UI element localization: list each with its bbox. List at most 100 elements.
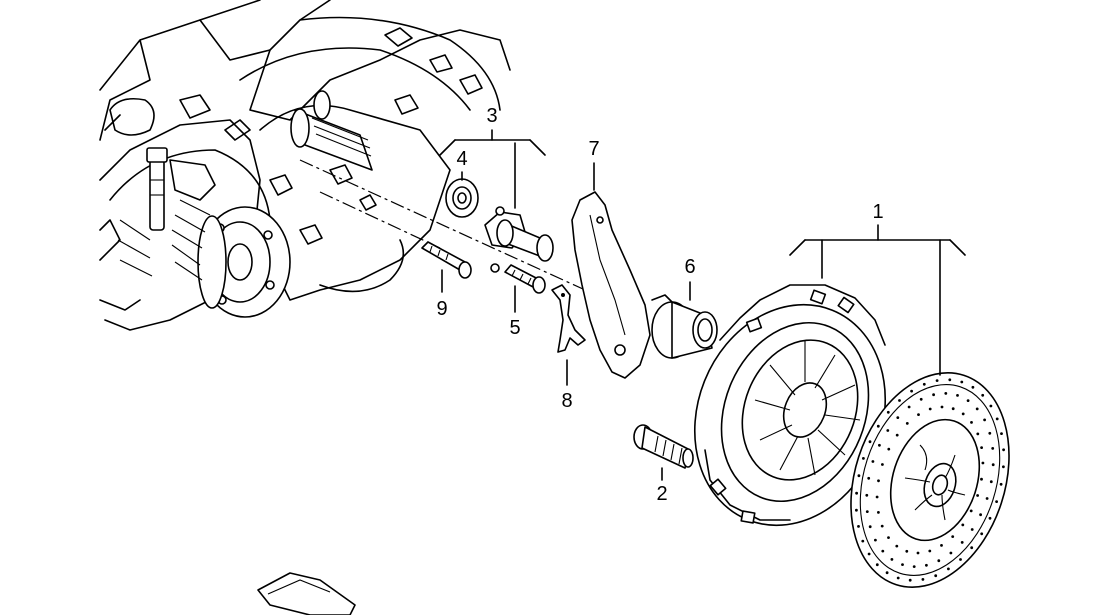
- lining-hole: [948, 378, 952, 382]
- lining-hole: [961, 523, 965, 527]
- leader-lines: [439, 129, 966, 481]
- lining-hole: [855, 491, 858, 495]
- lining-hole: [1002, 448, 1005, 452]
- lining-hole: [975, 407, 979, 411]
- lining-hole: [901, 563, 904, 566]
- lining-hole: [875, 563, 879, 567]
- lining-hole: [877, 479, 880, 483]
- lining-hole: [960, 380, 964, 384]
- lining-hole: [887, 447, 891, 451]
- part-7-release-lever: [571, 191, 651, 379]
- lining-hole: [908, 578, 912, 582]
- lining-hole: [886, 429, 890, 432]
- lining-hole: [896, 416, 900, 419]
- lining-hole: [951, 407, 955, 411]
- lining-hole: [980, 446, 983, 449]
- lining-hole: [898, 399, 901, 402]
- lining-hole: [875, 495, 879, 499]
- lining-hole: [979, 513, 982, 517]
- lining-hole: [885, 571, 889, 575]
- lining-hole: [991, 463, 995, 467]
- lining-hole: [983, 418, 986, 422]
- lining-hole: [960, 541, 964, 544]
- lining-hole: [937, 559, 941, 563]
- lining-hole: [981, 393, 985, 397]
- lining-hole: [959, 558, 962, 561]
- lining-hole: [934, 574, 938, 578]
- part-6-release-bearing: [651, 294, 718, 359]
- lining-hole: [928, 549, 932, 553]
- lining-hole: [925, 563, 928, 567]
- lining-hole: [912, 565, 916, 568]
- lining-hole: [949, 551, 953, 555]
- lining-hole: [980, 532, 984, 536]
- lining-hole: [868, 440, 872, 444]
- lining-hole: [919, 397, 923, 401]
- lining-hole: [861, 539, 865, 543]
- lining-hole: [862, 457, 865, 460]
- lining-hole: [890, 558, 894, 561]
- callout-7: 7: [588, 138, 599, 160]
- lining-hole: [995, 500, 998, 503]
- lining-hole: [951, 535, 955, 538]
- callout-2: 2: [656, 483, 667, 505]
- lining-hole: [878, 443, 881, 447]
- lining-hole: [970, 546, 974, 550]
- lining-hole: [935, 379, 939, 382]
- lining-hole: [976, 494, 979, 497]
- friction-lining-holes: [855, 378, 1005, 582]
- part-3-guide-sleeve: [484, 206, 554, 273]
- lining-hole: [857, 474, 861, 478]
- lining-hole: [976, 432, 980, 436]
- lining-hole: [857, 525, 860, 528]
- callout-3: 3: [486, 105, 497, 127]
- callout-4: 4: [456, 148, 467, 170]
- lining-hole: [917, 413, 920, 416]
- lining-hole: [970, 421, 973, 424]
- lining-hole: [988, 516, 992, 520]
- lining-hole: [989, 480, 993, 484]
- lining-hole: [877, 511, 880, 514]
- lining-hole: [910, 389, 913, 393]
- part-1-pressure-plate: [693, 284, 887, 527]
- lining-hole: [876, 424, 880, 428]
- lining-hole: [966, 399, 970, 402]
- lining-hole: [905, 422, 909, 425]
- lining-hole: [871, 460, 875, 463]
- lining-hole: [855, 508, 858, 512]
- callout-5: 5: [509, 317, 520, 339]
- lining-hole: [956, 394, 959, 397]
- lining-hole: [989, 404, 993, 408]
- lining-hole: [971, 385, 975, 389]
- transmission-housing: [99, 0, 511, 331]
- lining-hole: [970, 528, 974, 531]
- lower-part-edge: [257, 572, 356, 615]
- part-2-bolt: [633, 424, 694, 469]
- lining-hole: [867, 552, 871, 556]
- lining-hole: [995, 417, 999, 421]
- lining-hole: [921, 578, 925, 581]
- lining-hole: [922, 382, 926, 386]
- lining-hole: [887, 536, 890, 539]
- center-axis-line-2: [319, 191, 441, 249]
- lining-hole: [896, 576, 900, 580]
- lining-hole: [874, 538, 877, 542]
- lining-hole: [886, 410, 890, 414]
- lining-hole: [991, 447, 995, 450]
- callout-1: 1: [872, 201, 883, 223]
- lining-hole: [947, 567, 950, 571]
- lining-hole: [940, 405, 944, 409]
- part-9-bolt: [421, 241, 472, 279]
- lining-hole: [932, 393, 935, 397]
- lining-hole: [916, 551, 920, 555]
- lining-hole: [880, 524, 884, 528]
- callout-8: 8: [561, 390, 572, 412]
- lining-hole: [980, 477, 983, 481]
- lining-hole: [865, 510, 869, 513]
- callout-6: 6: [684, 256, 695, 278]
- part-4-seal: [445, 178, 479, 218]
- lining-hole: [905, 549, 909, 553]
- lining-hole: [907, 405, 911, 409]
- lining-hole: [1000, 432, 1003, 435]
